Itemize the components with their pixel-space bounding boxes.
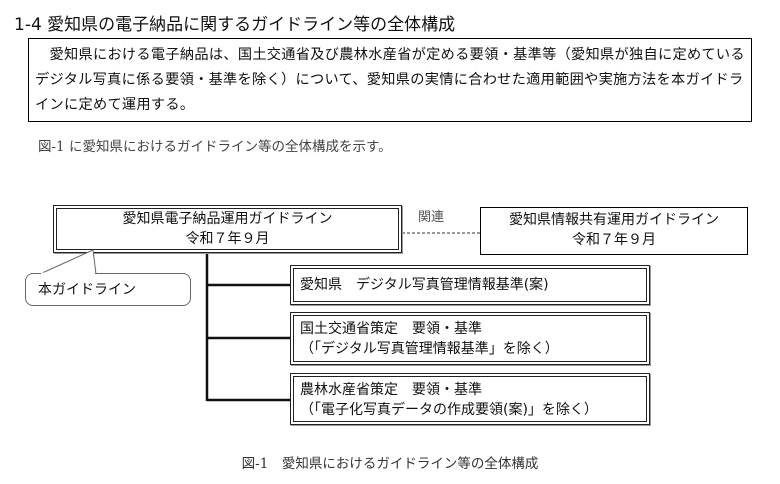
main-guideline-date: 令和７年９月	[185, 231, 270, 247]
related-guideline-title: 愛知県情報共有運用ガイドライン	[509, 212, 719, 228]
figure-caption: 図-1 愛知県におけるガイドライン等の全体構成	[241, 456, 539, 472]
branch-box-line: （「電子化写真データの作成要領(案)」を除く）	[300, 402, 598, 418]
related-guideline-box: 愛知県情報共有運用ガイドライン 令和７年９月	[480, 207, 748, 255]
branch-box-line: 農林水産省策定 要領・基準	[300, 382, 482, 398]
branch-box-maff: 農林水産省策定 要領・基準 （「電子化写真データの作成要領(案)」を除く）	[290, 373, 650, 425]
related-label: 関連	[418, 210, 445, 225]
main-guideline-title: 愛知県電子納品運用ガイドライン	[122, 211, 333, 227]
branch-box-line: 愛知県 デジタル写真管理情報基準(案)	[300, 277, 549, 293]
branch-box-line: （「デジタル写真管理情報基準」を除く）	[300, 341, 559, 357]
branch-box-mlit: 国土交通省策定 要領・基準 （「デジタル写真管理情報基準」を除く）	[290, 312, 650, 365]
related-guideline-date: 令和７年９月	[572, 232, 656, 248]
summary-box: 愛知県における電子納品は、国土交通省及び農林水産省が定める要領・基準等（愛知県が…	[28, 38, 752, 122]
intro-text: 図-1 に愛知県におけるガイドライン等の全体構成を示す。	[38, 139, 392, 155]
section-heading: 1-4 愛知県の電子納品に関するガイドライン等の全体構成	[14, 15, 456, 35]
main-guideline-box: 愛知県電子納品運用ガイドライン 令和７年９月	[53, 205, 402, 253]
branch-box-line: 国土交通省策定 要領・基準	[300, 321, 482, 337]
callout-this-guideline: 本ガイドライン	[25, 273, 191, 306]
branch-box-aichi: 愛知県 デジタル写真管理情報基準(案)	[290, 265, 650, 305]
